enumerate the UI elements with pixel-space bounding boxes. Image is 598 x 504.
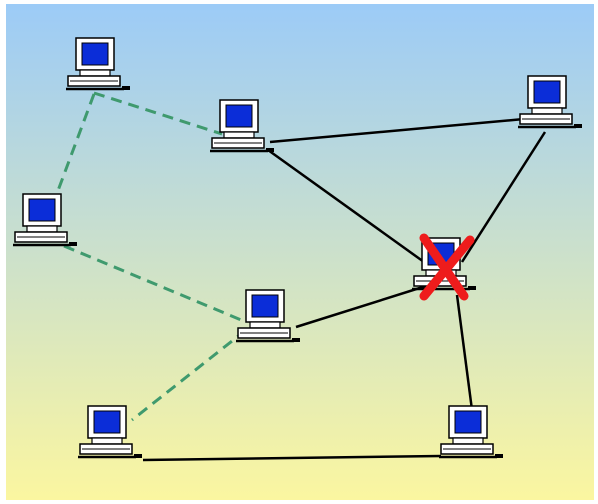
computer-icon-n7 xyxy=(78,405,142,459)
monitor-screen xyxy=(251,294,279,318)
monitor-screen xyxy=(454,410,482,434)
cable-plug xyxy=(468,286,476,290)
active-link-n7-n8 xyxy=(142,454,442,462)
cross-mark-icon xyxy=(419,233,475,301)
monitor-screen xyxy=(225,104,253,128)
cable-plug xyxy=(122,86,130,90)
computer-icon-n6 xyxy=(236,289,300,343)
computer-icon-n4 xyxy=(13,193,77,247)
monitor-screen xyxy=(93,410,121,434)
active-link-n3-n5 xyxy=(267,148,425,264)
monitor-stand xyxy=(223,131,255,139)
cable-plug xyxy=(574,124,582,128)
backup-link-n6-n7 xyxy=(131,328,247,422)
monitor-screen xyxy=(28,198,56,222)
computer-icon-n3 xyxy=(210,99,274,153)
monitor-stand xyxy=(452,437,484,445)
failure-mark-layer xyxy=(419,233,475,301)
backup-link-n1-n4 xyxy=(54,93,96,197)
cable-plug xyxy=(495,454,503,458)
monitor-stand xyxy=(79,69,111,77)
backup-link-n1-n3 xyxy=(93,91,223,136)
monitor-screen xyxy=(533,80,561,104)
nodes-layer xyxy=(13,37,582,459)
computer-icon-n1 xyxy=(66,37,130,91)
monitor-stand xyxy=(26,225,58,233)
links-layer xyxy=(54,91,547,462)
computer-icon-n8 xyxy=(439,405,503,459)
monitor-stand xyxy=(91,437,123,445)
backup-link-n4-n6 xyxy=(63,244,247,324)
active-link-n3-n2 xyxy=(269,117,525,144)
cable-plug xyxy=(134,454,142,458)
cross-stroke-b xyxy=(419,235,475,301)
cable-plug xyxy=(292,338,300,342)
active-link-n5-n8 xyxy=(455,294,474,411)
cable-plug xyxy=(69,242,77,246)
monitor-screen xyxy=(81,42,109,66)
cable-plug xyxy=(266,148,274,152)
monitor-stand xyxy=(249,321,281,329)
active-link-n2-n5 xyxy=(460,131,547,263)
active-link-n6-n5 xyxy=(295,284,427,329)
monitor-stand xyxy=(531,107,563,115)
computer-icon-n2 xyxy=(518,75,582,129)
